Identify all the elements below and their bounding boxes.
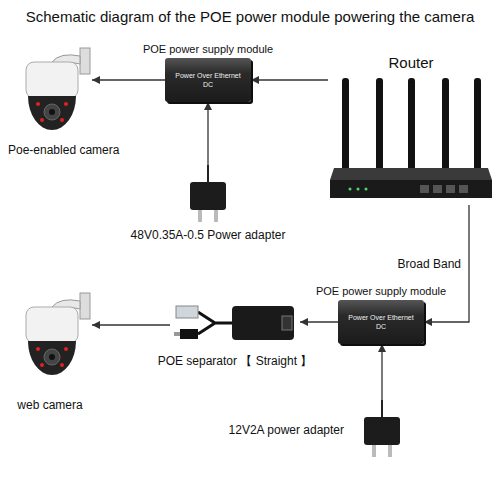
connector-label: Broad Band bbox=[396, 257, 463, 271]
device-label: DC bbox=[376, 322, 386, 331]
node-content bbox=[178, 165, 238, 225]
adapter-node: 12V2A power adapter bbox=[352, 400, 412, 460]
node-content: Power Over EthernetDC bbox=[165, 58, 251, 102]
node-caption: Poe-enabled camera bbox=[8, 143, 119, 157]
router-node: Router bbox=[328, 75, 494, 205]
diagram-title: Schematic diagram of the POE power modul… bbox=[0, 8, 500, 25]
device-label: Power Over Ethernet bbox=[348, 313, 413, 322]
node-heading: Router bbox=[388, 54, 433, 71]
node-caption: 48V0.35A-0.5 Power adapter bbox=[131, 228, 286, 242]
node-caption: 12V2A power adapter bbox=[229, 423, 344, 437]
device-label: DC bbox=[203, 80, 213, 89]
node-content bbox=[328, 75, 494, 205]
node-content: Power Over EthernetDC bbox=[338, 300, 424, 344]
node-content bbox=[8, 285, 92, 395]
node-heading: POE power supply module bbox=[143, 43, 273, 55]
node-caption: web camera bbox=[17, 398, 82, 412]
dome-camera bbox=[26, 48, 90, 130]
connector bbox=[251, 79, 328, 80]
connector bbox=[92, 324, 170, 325]
node-heading: POE power supply module bbox=[316, 285, 446, 297]
node-content bbox=[352, 400, 412, 460]
adapter-node: 48V0.35A-0.5 Power adapter bbox=[178, 165, 238, 225]
node-caption: POE separator 【 Straight 】 bbox=[158, 353, 313, 370]
connector bbox=[92, 79, 165, 80]
camera-node: web camera bbox=[8, 285, 92, 395]
router-device bbox=[330, 78, 492, 198]
power-adapter bbox=[190, 165, 226, 222]
node-content bbox=[170, 300, 300, 350]
connector bbox=[381, 344, 382, 400]
poe-module: Power Over EthernetDCPOE power supply mo… bbox=[338, 300, 424, 344]
splitter-node: POE separator 【 Straight 】 bbox=[170, 300, 300, 350]
dome-camera bbox=[26, 293, 90, 375]
poe-splitter bbox=[174, 306, 294, 340]
poe-module: Power Over EthernetDCPOE power supply mo… bbox=[165, 58, 251, 102]
node-content bbox=[8, 45, 92, 140]
connector bbox=[300, 321, 338, 322]
power-adapter bbox=[364, 400, 400, 457]
connector bbox=[207, 102, 208, 165]
device-label: Power Over Ethernet bbox=[175, 71, 240, 80]
camera-node: Poe-enabled camera bbox=[8, 45, 92, 140]
